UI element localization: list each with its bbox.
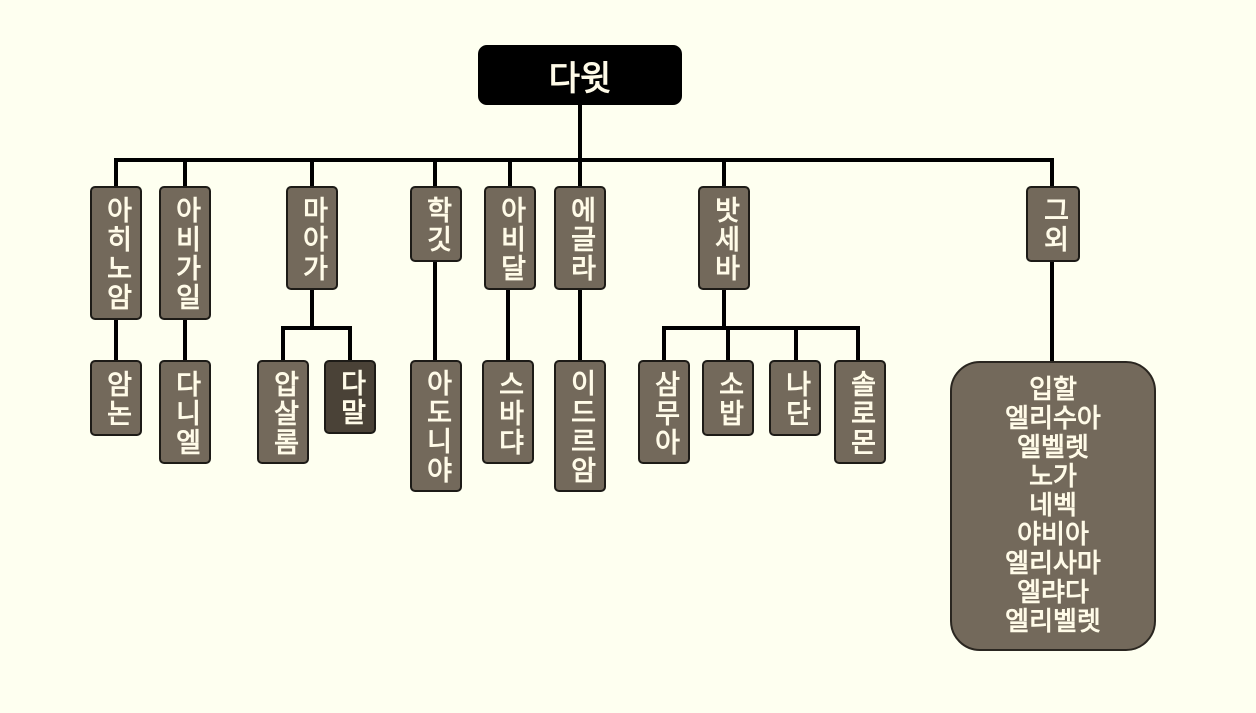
node-c3: 압살롬 — [257, 360, 309, 464]
node-c5: 아도니야 — [410, 360, 462, 492]
node-b5: 아비달 — [484, 186, 536, 290]
node-b6: 에글라 — [554, 186, 606, 290]
root-node: 다윗 — [478, 45, 682, 105]
node-b3: 마아가 — [286, 186, 338, 290]
node-c6: 스바댜 — [482, 360, 534, 464]
node-b4: 학깃 — [410, 186, 462, 262]
node-b7: 밧세바 — [698, 186, 750, 290]
node-c4: 다말 — [324, 360, 376, 434]
node-c11: 솔로몬 — [834, 360, 886, 464]
node-b8: 그외 — [1026, 186, 1080, 262]
node-c10: 나단 — [769, 360, 821, 436]
node-c2: 다니엘 — [159, 360, 211, 464]
other-child-name: 엘리수아 — [1005, 403, 1101, 434]
node-c9: 소밥 — [702, 360, 754, 436]
node-c7: 이드르암 — [554, 360, 606, 492]
other-child-name: 야비아 — [1017, 519, 1089, 550]
other-child-name: 엘리벨렛 — [1005, 606, 1101, 637]
node-b1: 아히노암 — [90, 186, 142, 320]
node-b2: 아비가일 — [159, 186, 211, 320]
node-c8: 삼무아 — [638, 360, 690, 464]
other-child-name: 네벡 — [1029, 490, 1077, 521]
node-c1: 암논 — [90, 360, 142, 436]
other-child-name: 엘랴다 — [1017, 577, 1089, 608]
other-child-name: 엘벨렛 — [1017, 432, 1089, 463]
other-child-name: 엘리사마 — [1005, 548, 1101, 579]
other-child-name: 입할 — [1029, 374, 1077, 405]
other-child-name: 노가 — [1029, 461, 1077, 492]
